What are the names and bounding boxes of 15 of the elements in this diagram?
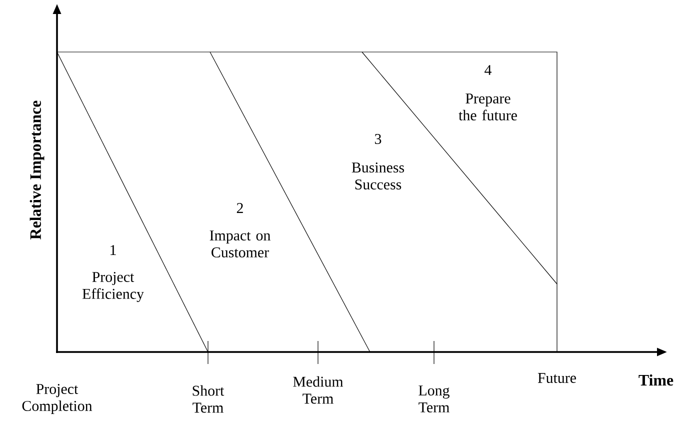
region-number: 3 (375, 134, 382, 144)
region-label: Project Efficiency (82, 272, 144, 302)
tick-label: Project Completion (22, 384, 92, 414)
region-label: Prepare the future (458, 94, 517, 120)
region-label: Impact on Customer (210, 230, 270, 258)
region-number: 2 (236, 203, 243, 213)
region-label: Business Success (352, 162, 404, 190)
axis-title: Relative Importance (30, 100, 44, 240)
tick-label: Short Term (192, 385, 224, 413)
tick-label: Medium Term (293, 376, 344, 404)
tick-label: Long Term (418, 386, 450, 412)
region-number: 4 (484, 65, 492, 75)
region-number: 1 (110, 245, 116, 255)
tick-label: Future (538, 373, 576, 383)
axis-title: Time (638, 374, 674, 386)
